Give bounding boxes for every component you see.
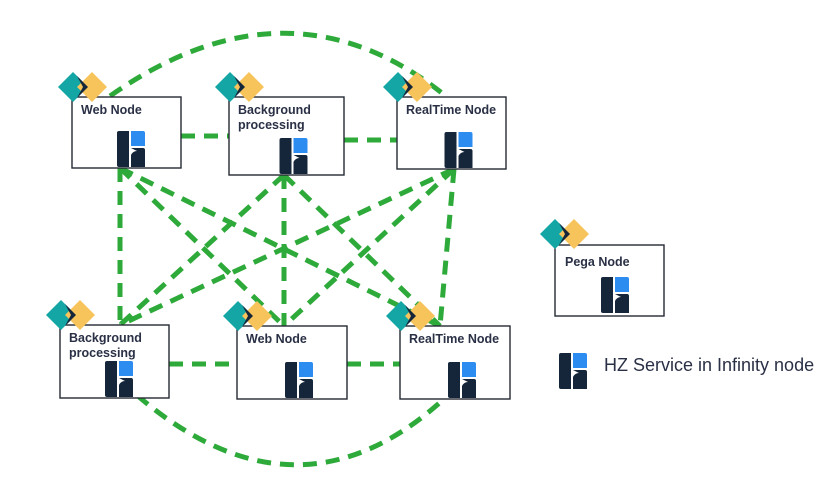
- connection-mesh: [282, 173, 442, 328]
- hazelcast-service-icon: [444, 132, 473, 168]
- pega-node: Web Node: [223, 301, 348, 400]
- connection-mesh: [118, 166, 286, 328]
- kubernetes-diamond-icon: [386, 301, 435, 331]
- legend-pega-node: Pega Node: [540, 219, 665, 317]
- pega-node: Web Node: [58, 72, 182, 169]
- pega-node: RealTime Node: [386, 301, 511, 400]
- hazelcast-service-icon: [448, 362, 476, 398]
- hazelcast-service-icon: [105, 361, 133, 397]
- connections: [108, 30, 457, 468]
- kubernetes-diamond-icon: [383, 72, 432, 102]
- connection-bottom-arc: [118, 378, 447, 468]
- connection-mesh: [282, 167, 456, 328]
- kubernetes-diamond-icon: [46, 300, 95, 330]
- node-label: Web Node: [81, 103, 142, 117]
- node-label: Background: [69, 331, 142, 345]
- kubernetes-diamond-icon: [540, 219, 589, 249]
- connection-mesh: [118, 173, 286, 327]
- legend-pega-node-label: Pega Node: [565, 255, 630, 269]
- kubernetes-diamond-icon: [58, 72, 107, 102]
- node-label: RealTime Node: [409, 332, 499, 346]
- connection-mesh: [118, 165, 442, 329]
- hazelcast-service-icon: [285, 362, 313, 398]
- kubernetes-diamond-icon: [215, 72, 264, 102]
- connection-mesh: [437, 168, 457, 327]
- hazelcast-service-icon: [601, 277, 629, 313]
- node-label: RealTime Node: [406, 103, 496, 117]
- node-label: Background: [238, 103, 311, 117]
- kubernetes-diamond-icon: [223, 301, 272, 331]
- node-label: processing: [238, 118, 305, 132]
- legend-hz-service: HZ Service in Infinity node: [559, 353, 814, 389]
- legend: Pega Node HZ Service in Infinity node: [540, 219, 814, 389]
- legend-hz-service-label: HZ Service in Infinity node: [604, 355, 814, 375]
- node-label: Web Node: [246, 332, 307, 346]
- node-label: processing: [69, 346, 136, 360]
- pega-node: RealTime Node: [383, 72, 507, 170]
- hazelcast-service-icon: [117, 131, 145, 167]
- connection-mesh: [118, 166, 456, 328]
- hazelcast-service-icon: [279, 138, 308, 174]
- connection-top-arc: [108, 30, 449, 99]
- hazelcast-service-icon: [559, 353, 587, 389]
